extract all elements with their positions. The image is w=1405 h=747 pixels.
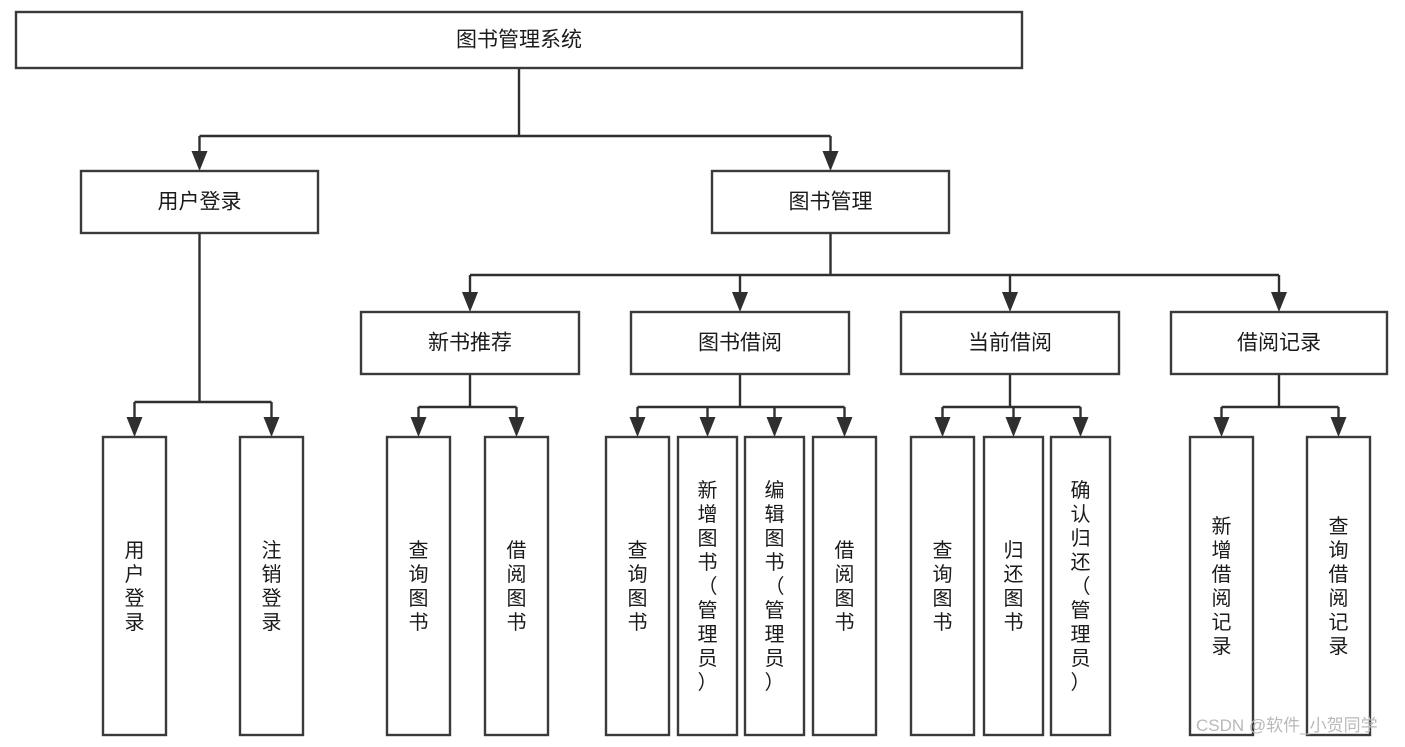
arrow-head-icon bbox=[1271, 292, 1287, 312]
node-leaf-用户登录[interactable]: 用户登录 bbox=[101, 435, 168, 737]
node-leaf-查询图书[interactable]: 查询图书 bbox=[385, 435, 452, 737]
node-leaf-注销登录[interactable]: 注销登录 bbox=[238, 435, 305, 737]
node-label: 确认归还（管理员） bbox=[1071, 479, 1091, 694]
node-box[interactable] bbox=[909, 435, 976, 737]
node-label: 查询图书 bbox=[933, 539, 953, 634]
arrow-head-icon bbox=[1213, 417, 1230, 437]
arrow-head-icon bbox=[766, 417, 783, 437]
node-leaf-查询图书[interactable]: 查询图书 bbox=[909, 435, 976, 737]
node-label: 新增借阅记录 bbox=[1212, 515, 1232, 658]
node-level3-借阅记录[interactable]: 借阅记录 bbox=[1169, 310, 1389, 376]
node-box[interactable] bbox=[1169, 310, 1389, 376]
arrow-head-icon bbox=[1005, 417, 1022, 437]
node-layer: 图书管理系统用户登录图书管理新书推荐图书借阅当前借阅借阅记录用户登录注销登录查询… bbox=[14, 10, 1389, 737]
node-label: 借阅图书 bbox=[507, 539, 527, 634]
node-label: 图书借阅 bbox=[698, 332, 782, 355]
node-level2-图书管理[interactable]: 图书管理 bbox=[710, 169, 951, 235]
node-label: 注销登录 bbox=[262, 539, 282, 634]
node-box[interactable] bbox=[604, 435, 671, 737]
node-level3-新书推荐[interactable]: 新书推荐 bbox=[359, 310, 581, 376]
node-label: 查询图书 bbox=[409, 539, 429, 634]
arrow-head-icon bbox=[934, 417, 951, 437]
node-leaf-借阅图书[interactable]: 借阅图书 bbox=[811, 435, 878, 737]
node-leaf-编辑图书管理员[interactable]: 编辑图书（管理员） bbox=[743, 435, 806, 737]
node-label: 用户登录 bbox=[158, 191, 242, 214]
arrow-head-icon bbox=[629, 417, 646, 437]
node-label: 图书管理系统 bbox=[456, 29, 582, 52]
arrow-head-icon bbox=[699, 417, 716, 437]
node-box[interactable] bbox=[629, 310, 851, 376]
node-leaf-查询图书[interactable]: 查询图书 bbox=[604, 435, 671, 737]
node-box[interactable] bbox=[483, 435, 550, 737]
arrow-head-icon bbox=[822, 151, 839, 171]
node-label: 查询借阅记录 bbox=[1329, 515, 1349, 658]
node-label: 归还图书 bbox=[1004, 539, 1024, 634]
node-box[interactable] bbox=[710, 169, 951, 235]
node-label: 借阅图书 bbox=[835, 539, 855, 634]
node-leaf-确认归还管理员[interactable]: 确认归还（管理员） bbox=[1049, 435, 1112, 737]
arrow-head-icon bbox=[1002, 292, 1018, 312]
node-leaf-借阅图书[interactable]: 借阅图书 bbox=[483, 435, 550, 737]
node-box[interactable] bbox=[982, 435, 1045, 737]
node-box[interactable] bbox=[899, 310, 1121, 376]
arrow-head-icon bbox=[732, 292, 748, 312]
node-leaf-新增借阅记录[interactable]: 新增借阅记录 bbox=[1188, 435, 1255, 737]
node-label: 新书推荐 bbox=[428, 332, 512, 355]
node-level3-当前借阅[interactable]: 当前借阅 bbox=[899, 310, 1121, 376]
node-box[interactable] bbox=[101, 435, 168, 737]
node-box[interactable] bbox=[811, 435, 878, 737]
arrow-head-icon bbox=[191, 151, 208, 171]
arrow-head-icon bbox=[410, 417, 427, 437]
node-label: 当前借阅 bbox=[968, 332, 1052, 355]
arrow-head-icon bbox=[1072, 417, 1089, 437]
arrow-head-icon bbox=[263, 417, 280, 437]
node-leaf-归还图书[interactable]: 归还图书 bbox=[982, 435, 1045, 737]
node-box[interactable] bbox=[743, 435, 806, 737]
node-level2-用户登录[interactable]: 用户登录 bbox=[79, 169, 320, 235]
node-leaf-查询借阅记录[interactable]: 查询借阅记录 bbox=[1305, 435, 1372, 737]
node-root-图书管理系统[interactable]: 图书管理系统 bbox=[14, 10, 1024, 70]
node-box[interactable] bbox=[79, 169, 320, 235]
node-box[interactable] bbox=[359, 310, 581, 376]
arrow-head-icon bbox=[836, 417, 853, 437]
arrow-head-icon bbox=[462, 292, 478, 312]
node-label: 借阅记录 bbox=[1237, 332, 1321, 355]
node-box[interactable] bbox=[1305, 435, 1372, 737]
arrow-head-icon bbox=[508, 417, 525, 437]
node-label: 新增图书（管理员） bbox=[698, 479, 718, 694]
node-level3-图书借阅[interactable]: 图书借阅 bbox=[629, 310, 851, 376]
connector-layer bbox=[126, 68, 1347, 437]
node-label: 查询图书 bbox=[628, 539, 648, 634]
node-label: 图书管理 bbox=[789, 191, 873, 214]
node-box[interactable] bbox=[385, 435, 452, 737]
arrow-head-icon bbox=[126, 417, 143, 437]
node-box[interactable] bbox=[1049, 435, 1112, 737]
node-box[interactable] bbox=[1188, 435, 1255, 737]
arrow-head-icon bbox=[1330, 417, 1347, 437]
node-label: 编辑图书（管理员） bbox=[765, 479, 785, 694]
node-leaf-新增图书管理员[interactable]: 新增图书（管理员） bbox=[676, 435, 739, 737]
node-box[interactable] bbox=[14, 10, 1024, 70]
node-box[interactable] bbox=[676, 435, 739, 737]
csdn-watermark: CSDN @软件_小贺同学 bbox=[1196, 716, 1378, 735]
node-box[interactable] bbox=[238, 435, 305, 737]
node-label: 用户登录 bbox=[125, 540, 145, 634]
